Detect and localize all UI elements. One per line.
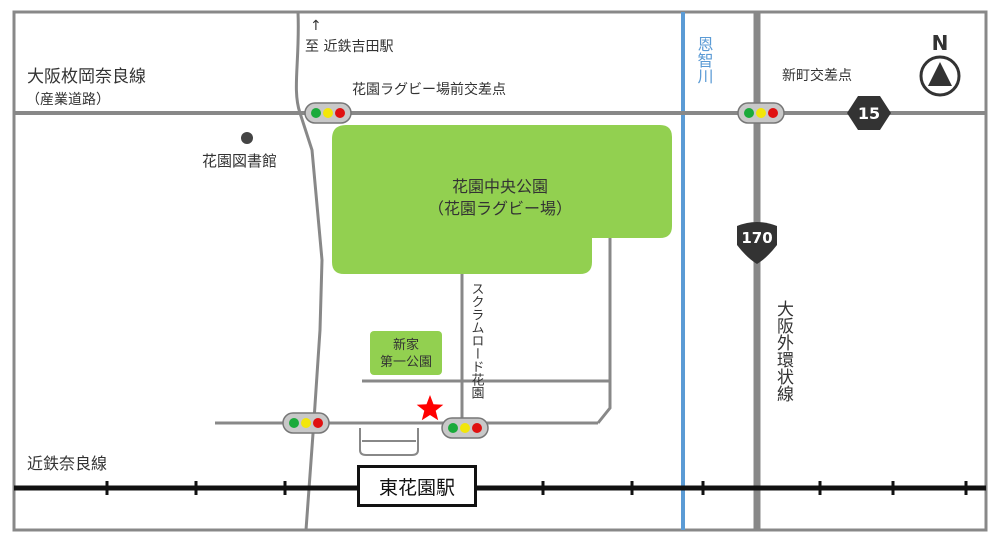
- small-park-label-2: 第一公園: [380, 355, 432, 370]
- destination-star-marker: [416, 395, 444, 421]
- route-170-label: 170: [741, 229, 772, 247]
- station-higashi-hanazono: 東花園駅: [357, 465, 477, 507]
- north-arrow-icon: [919, 55, 961, 97]
- road-east-connector: [596, 238, 612, 424]
- traffic-light-south-west: [282, 412, 330, 434]
- traffic-light-south-station: [441, 417, 489, 439]
- intersection-rugby-label: 花園ラグビー場前交差点: [352, 81, 506, 98]
- park-shinya-daiichi: [370, 331, 442, 375]
- north-label: N: [932, 31, 949, 55]
- railway-label: 近鉄奈良線: [27, 454, 107, 473]
- library-label: 花園図書館: [202, 152, 277, 170]
- route-170-shield: [737, 222, 777, 264]
- park-label-2: （花園ラグビー場）: [428, 199, 572, 218]
- route-15-label: 15: [858, 104, 880, 123]
- library-dot: [241, 132, 253, 144]
- park-hanazono-central: [332, 125, 672, 274]
- scrum-road-label: スクラムロード花園: [469, 282, 485, 399]
- road-north-label-1: 大阪枚岡奈良線: [27, 67, 146, 87]
- route-15-shield: [847, 96, 891, 130]
- small-park-label-1: 新家: [393, 337, 419, 353]
- intersection-shinmachi-label: 新町交差点: [782, 67, 852, 84]
- road-west-curve: [294, 11, 324, 531]
- railway-ties: [105, 481, 968, 495]
- traffic-light-shinmachi: [737, 102, 785, 124]
- station-forecourt: [359, 428, 419, 456]
- to-station-arrow: ↑: [310, 18, 322, 34]
- traffic-light-rugby: [304, 102, 352, 124]
- ring-road-label: 大阪外環状線: [773, 300, 794, 402]
- river-label: 恩智川: [695, 36, 714, 84]
- park-label-1: 花園中央公園: [452, 177, 548, 196]
- road-north-label-2: （産業道路）: [26, 92, 110, 108]
- to-station-label: 至 近鉄吉田駅: [305, 39, 393, 55]
